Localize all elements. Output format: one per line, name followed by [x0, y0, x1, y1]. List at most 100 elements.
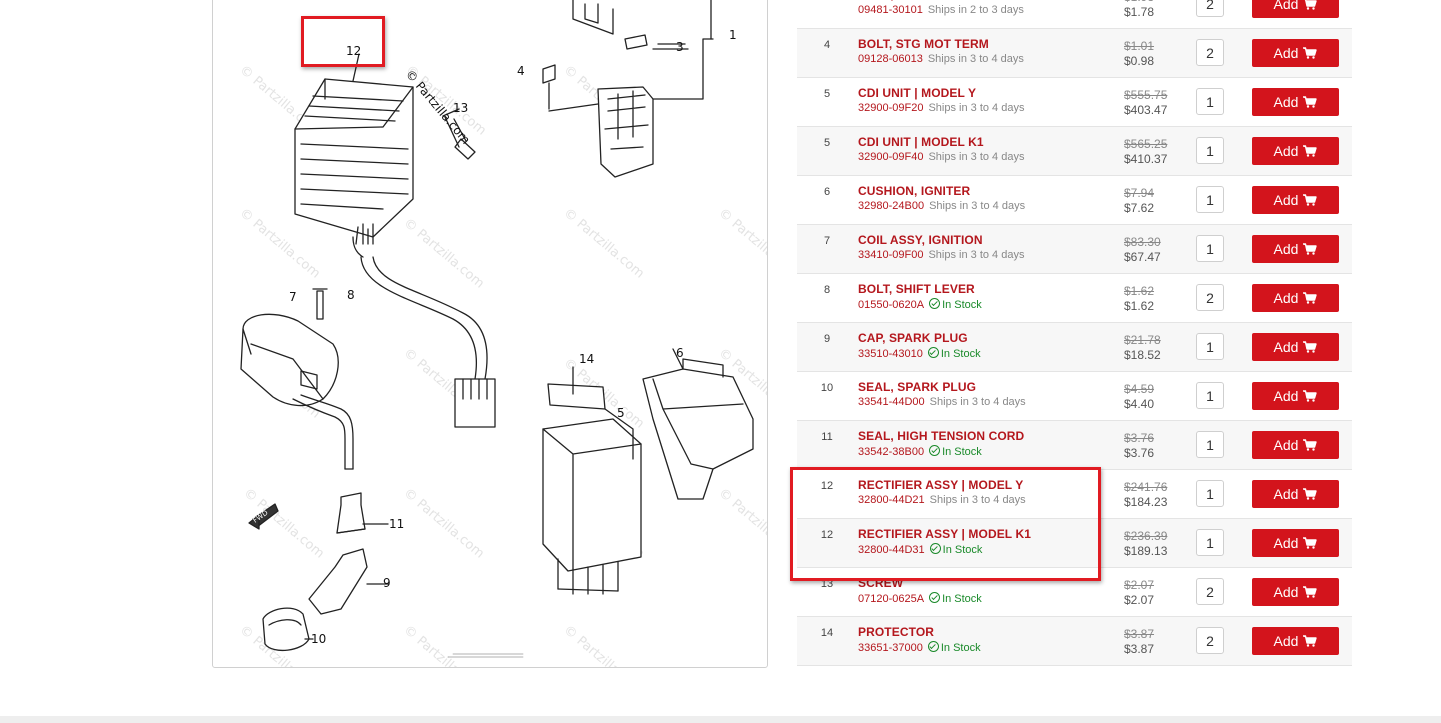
part-name-link[interactable]: BOLT, SHIFT LEVER	[858, 282, 975, 296]
quantity-input[interactable]	[1196, 431, 1224, 458]
part-number-link[interactable]: 33541-44D00	[858, 396, 925, 408]
part-number-link[interactable]: 32900-09F40	[858, 151, 924, 163]
part-name-link[interactable]: PROTECTOR	[858, 625, 935, 639]
part-name-link[interactable]: CDI UNIT | MODEL K1	[858, 135, 984, 149]
add-to-cart-button[interactable]: Add	[1252, 235, 1339, 263]
part-name-link[interactable]: BOLT, STG MOT TERM	[858, 37, 989, 51]
availability-text: Ships in 2 to 3 days	[927, 4, 1024, 16]
ref-number: 5	[823, 88, 831, 100]
quantity-input[interactable]	[1196, 88, 1224, 115]
add-button-label: Add	[1273, 535, 1299, 551]
add-to-cart-button[interactable]: Add	[1252, 284, 1339, 312]
sale-price: $3.87	[1124, 642, 1155, 656]
add-to-cart-button[interactable]: Add	[1252, 382, 1339, 410]
quantity-input[interactable]	[1196, 137, 1224, 164]
part-number-link[interactable]: 33410-09F00	[858, 249, 924, 261]
add-to-cart-button[interactable]: Add	[1252, 333, 1339, 361]
quantity-input[interactable]	[1196, 578, 1224, 605]
list-price: $565.25	[1124, 137, 1168, 151]
quantity-input[interactable]	[1196, 0, 1224, 17]
list-price: $3.76	[1124, 431, 1155, 445]
add-button-label: Add	[1273, 143, 1299, 159]
cart-icon	[1303, 145, 1318, 157]
sale-price: $1.78	[1124, 5, 1155, 19]
availability-text: Ships in 3 to 4 days	[928, 102, 1025, 114]
add-to-cart-button[interactable]: Add	[1252, 88, 1339, 116]
add-button-label: Add	[1273, 633, 1299, 649]
callout-labels: 12 13 4 3 1 7 8 14 6 5 11 9 10	[289, 28, 737, 646]
part-name-link[interactable]: CUSHION, IGNITER	[858, 184, 971, 198]
cart-icon	[1303, 243, 1318, 255]
part-number-link[interactable]: 32800-44D21	[858, 494, 925, 506]
part-name-link[interactable]: SEAL, HIGH TENSION CORD	[858, 429, 1025, 443]
part-name-link[interactable]: CDI UNIT | MODEL Y	[858, 86, 977, 100]
add-to-cart-button[interactable]: Add	[1252, 39, 1339, 67]
add-to-cart-button[interactable]: Add	[1252, 578, 1339, 606]
add-button-label: Add	[1273, 388, 1299, 404]
sale-price: $4.40	[1124, 397, 1155, 411]
add-to-cart-button[interactable]: Add	[1252, 480, 1339, 508]
list-price: $241.76	[1124, 480, 1168, 494]
availability-text: In Stock	[929, 298, 982, 311]
list-price: $555.75	[1124, 88, 1168, 102]
list-price: $1.62	[1124, 284, 1155, 298]
part-name-link[interactable]: FUSE, 30A	[858, 0, 920, 2]
quantity-input[interactable]	[1196, 333, 1224, 360]
quantity-input[interactable]	[1196, 480, 1224, 507]
ref-number: 5	[823, 137, 831, 149]
part-number-link[interactable]: 09481-30101	[858, 4, 923, 16]
part-number-link[interactable]: 33510-43010	[858, 348, 923, 360]
add-to-cart-button[interactable]: Add	[1252, 186, 1339, 214]
add-button-label: Add	[1273, 94, 1299, 110]
part-number-link[interactable]: 33542-38B00	[858, 446, 925, 458]
page-footer-band	[0, 716, 1441, 723]
add-button-label: Add	[1273, 437, 1299, 453]
part-name-link[interactable]: SEAL, SPARK PLUG	[858, 380, 977, 394]
part-name-link[interactable]: CAP, SPARK PLUG	[858, 331, 968, 345]
part-number-link[interactable]: 32800-44D31	[858, 544, 925, 556]
add-button-label: Add	[1273, 290, 1299, 306]
sale-price: $67.47	[1124, 250, 1161, 264]
quantity-input[interactable]	[1196, 284, 1224, 311]
part-number-link[interactable]: 32900-09F20	[858, 102, 924, 114]
quantity-input[interactable]	[1196, 235, 1224, 262]
ref-number: 12	[820, 529, 834, 541]
add-to-cart-button[interactable]: Add	[1252, 431, 1339, 459]
part-number-link[interactable]: 01550-0620A	[858, 299, 925, 311]
part-number-link[interactable]: 09128-06013	[858, 53, 923, 65]
quantity-input[interactable]	[1196, 382, 1224, 409]
sale-price: $18.52	[1124, 348, 1161, 362]
sale-price: $0.98	[1124, 54, 1155, 68]
part-name-link[interactable]: RECTIFIER ASSY | MODEL K1	[858, 527, 1031, 541]
add-to-cart-button[interactable]: Add	[1252, 0, 1339, 18]
svg-text:4: 4	[517, 64, 525, 78]
part-number-link[interactable]: 32980-24B00	[858, 200, 925, 212]
svg-text:© Partzilla.com: © Partzilla.com	[560, 206, 646, 282]
svg-text:7: 7	[289, 290, 297, 304]
cart-icon	[1303, 96, 1318, 108]
part-name-link[interactable]: COIL ASSY, IGNITION	[858, 233, 983, 247]
list-price: $4.59	[1124, 382, 1155, 396]
add-to-cart-button[interactable]: Add	[1252, 529, 1339, 557]
add-button-label: Add	[1273, 45, 1299, 61]
relay-drawing	[542, 0, 714, 178]
svg-text:13: 13	[453, 101, 468, 115]
quantity-input[interactable]	[1196, 627, 1224, 654]
check-circle-icon	[929, 445, 941, 456]
add-to-cart-button[interactable]: Add	[1252, 137, 1339, 165]
part-name-link[interactable]: RECTIFIER ASSY | MODEL Y	[858, 478, 1024, 492]
part-number-link[interactable]: 33651-37000	[858, 642, 923, 654]
check-circle-icon	[929, 592, 941, 603]
quantity-input[interactable]	[1196, 186, 1224, 213]
ref-number: 4	[823, 39, 831, 51]
quantity-input[interactable]	[1196, 529, 1224, 556]
add-to-cart-button[interactable]: Add	[1252, 627, 1339, 655]
sale-price: $7.62	[1124, 201, 1155, 215]
part-number-link[interactable]: 07120-0625A	[858, 593, 925, 605]
quantity-input[interactable]	[1196, 39, 1224, 66]
cart-icon	[1303, 194, 1318, 206]
